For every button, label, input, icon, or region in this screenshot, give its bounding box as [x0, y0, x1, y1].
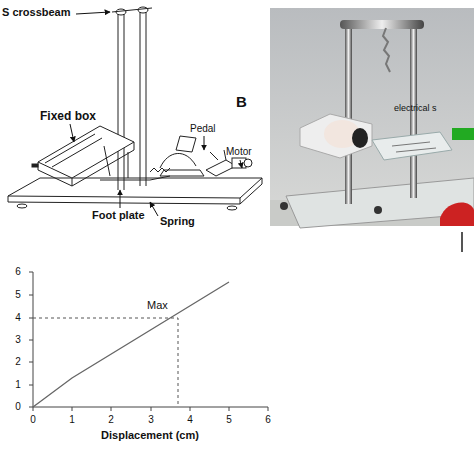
tick-label: 5: [226, 415, 232, 425]
tick-label: 3: [148, 415, 154, 425]
tick-label: 4: [15, 313, 21, 323]
part-label: Spring: [160, 216, 195, 227]
tick-label: 6: [265, 415, 271, 425]
photo-label: electrical s: [394, 104, 437, 113]
tick-label: 4: [187, 415, 193, 425]
point-label: Max: [147, 300, 168, 311]
apparatus-drawing: [8, 7, 262, 210]
apparatus-photo: [270, 8, 474, 252]
tick-label: 2: [15, 357, 21, 367]
tick-label: 3: [15, 335, 21, 345]
tick-label: 0: [15, 402, 21, 412]
tick-label: 0: [30, 415, 36, 425]
tick-label: 1: [69, 415, 75, 425]
tick-label: 6: [15, 267, 21, 277]
part-label: Fixed box: [40, 110, 96, 122]
part-label: S crossbeam: [2, 7, 70, 18]
tick-label: 2: [108, 415, 114, 425]
chart: [29, 272, 268, 411]
tick-label: 5: [15, 290, 21, 300]
panel-letter: B: [236, 94, 247, 109]
tick-label: 1: [15, 380, 21, 390]
part-label: Motor: [226, 147, 252, 157]
axis-title: Displacement (cm): [101, 430, 199, 441]
part-label: Pedal: [190, 124, 216, 134]
part-label: Foot plate: [92, 210, 145, 221]
